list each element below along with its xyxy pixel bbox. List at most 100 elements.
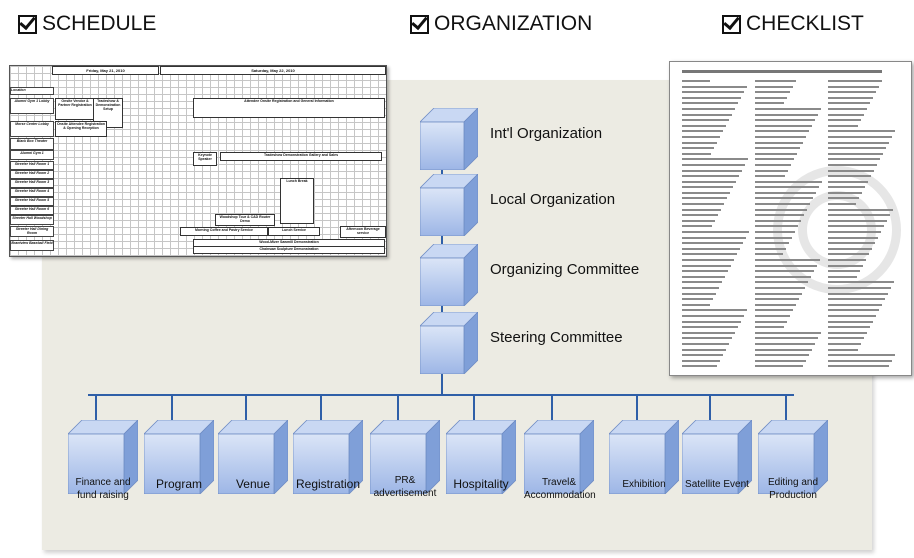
checklist-line	[755, 359, 806, 362]
department-label: Program	[155, 477, 202, 491]
checklist-line	[828, 96, 873, 99]
checklist-line	[755, 85, 793, 88]
checklist-line	[828, 191, 862, 194]
checklist-line	[755, 96, 787, 99]
checklist-line	[755, 354, 809, 357]
checklist-line	[682, 275, 725, 278]
checklist-line	[755, 113, 818, 116]
schedule-block: Woodshop Tour & CAD Router Demo	[215, 214, 275, 226]
cube-shape	[757, 419, 829, 495]
checklist-line	[682, 186, 733, 189]
checklist-line	[828, 247, 872, 250]
checklist-line	[682, 91, 744, 94]
org-level-cube	[419, 173, 479, 241]
cube-shape	[419, 173, 479, 237]
org-level-label: Organizing Committee	[490, 261, 640, 278]
checklist-line	[682, 298, 713, 301]
checklist-line	[828, 281, 894, 284]
checklist-line	[755, 292, 802, 295]
checklist-line	[755, 326, 784, 329]
checklist-line	[828, 320, 873, 323]
schedule-row-label: Streeter Hall Room 1	[10, 161, 54, 170]
checklist-line	[828, 180, 868, 183]
checklist-line	[755, 247, 786, 250]
checklist-line	[828, 186, 865, 189]
schedule-block: Attendee Onsite Registration and General…	[193, 98, 385, 118]
schedule-row-label: Streeter Hall Room 2	[10, 170, 54, 179]
cube-shape	[217, 419, 289, 495]
checklist-line	[682, 236, 746, 239]
checklist-line	[828, 91, 876, 94]
checklist-line	[682, 242, 743, 245]
schedule-block: Lunch Break	[280, 178, 314, 224]
checklist-line	[755, 175, 785, 178]
checklist-line	[755, 191, 816, 194]
checklist-line	[682, 320, 741, 323]
checkbox-checked-icon	[410, 14, 429, 34]
checklist-line	[682, 253, 737, 256]
checklist-line	[828, 275, 857, 278]
schedule-block: Morning Coffee and Pastry Service	[180, 227, 268, 236]
checklist-line	[755, 303, 796, 306]
checklist-line	[828, 337, 864, 340]
checklist-line	[682, 102, 738, 105]
org-level-label: Steering Committee	[490, 329, 623, 346]
checklist-line	[755, 270, 814, 273]
checklist-line	[755, 180, 822, 183]
org-level-cube	[419, 107, 479, 175]
checklist-line	[755, 242, 789, 245]
checklist-line	[828, 141, 889, 144]
cube-shape	[445, 419, 517, 495]
schedule-row-label: Streeter Hall Woodshop	[10, 215, 54, 225]
checkbox-checked-icon	[722, 14, 741, 34]
department-label: Registration	[295, 477, 361, 491]
checklist-line	[755, 169, 788, 172]
checklist-line	[682, 135, 720, 138]
checklist-line	[755, 331, 821, 334]
schedule-block: Afternoon Beverage service	[340, 226, 386, 238]
schedule-block: Keynote Speaker	[193, 152, 217, 166]
checklist-line	[755, 80, 796, 82]
checklist-line	[828, 303, 882, 306]
checklist-line	[828, 326, 870, 329]
checklist-line	[828, 107, 867, 110]
cube-shape	[419, 243, 479, 307]
checklist-line	[682, 96, 741, 99]
checklist-line	[755, 147, 800, 150]
schedule-block: Tradeshow Demonstration Gallery and Sale…	[220, 152, 382, 161]
checklist-line	[682, 191, 730, 194]
schedule-day1-header: Friday, May 21, 2010	[52, 66, 159, 75]
checklist-line	[682, 225, 712, 228]
checklist-line	[828, 197, 859, 200]
department-cube	[757, 419, 829, 499]
checklist-line	[682, 197, 727, 200]
checklist-line	[682, 130, 723, 133]
checklist-line	[682, 303, 710, 306]
schedule-thumbnail: Friday, May 21, 2010 Saturday, May 22, 2…	[9, 65, 387, 257]
checklist-line	[682, 286, 719, 289]
org-level-label: Int'l Organization	[490, 125, 603, 142]
checklist-line	[828, 236, 878, 239]
department-label: Hospitality	[453, 477, 509, 491]
checklist-line	[828, 124, 858, 127]
checklist-line	[755, 119, 815, 122]
checklist-line	[755, 219, 801, 222]
checklist-line	[828, 354, 895, 357]
department-cube	[292, 419, 364, 499]
checklist-line	[682, 208, 721, 211]
checklist-line	[682, 219, 715, 222]
checklist-line	[828, 314, 876, 317]
checklist-line	[755, 259, 820, 261]
checklist-line	[755, 186, 819, 189]
checklist-line	[755, 158, 794, 161]
checklist-line	[682, 163, 745, 166]
checklist-line	[755, 337, 818, 340]
checklist-line	[755, 163, 791, 166]
checklist-line	[828, 175, 871, 178]
schedule-block: Onsite Vendor & Partner Registration	[55, 98, 95, 120]
checklist-line	[682, 365, 717, 368]
checklist-line	[682, 247, 740, 250]
cube-shape	[369, 419, 441, 495]
checklist-line	[682, 348, 726, 351]
checklist-line	[755, 208, 807, 211]
